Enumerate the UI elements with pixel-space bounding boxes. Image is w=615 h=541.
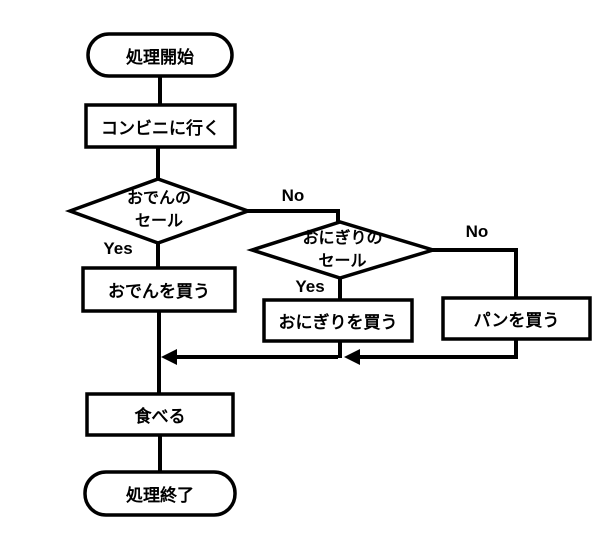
buy-onigiri-process-shape [262,298,414,343]
oden-sale-decision-shape [64,177,254,245]
start-terminator-shape [86,32,234,78]
buy-bread-process-shape [441,296,592,341]
eat-process-shape [85,392,235,437]
edge-buybread-merge [348,337,518,359]
arrowhead-into-main-line [161,349,177,365]
onigiri-sale-decision-shape [246,220,440,280]
buy-oden-process-shape [81,266,237,313]
end-terminator-shape [83,470,237,517]
go-to-store-process-shape [84,103,237,149]
edge-onigiri-no-line [431,248,518,300]
arrowhead-into-merge-junction [344,349,360,365]
edge-oden-no-line [246,209,340,226]
